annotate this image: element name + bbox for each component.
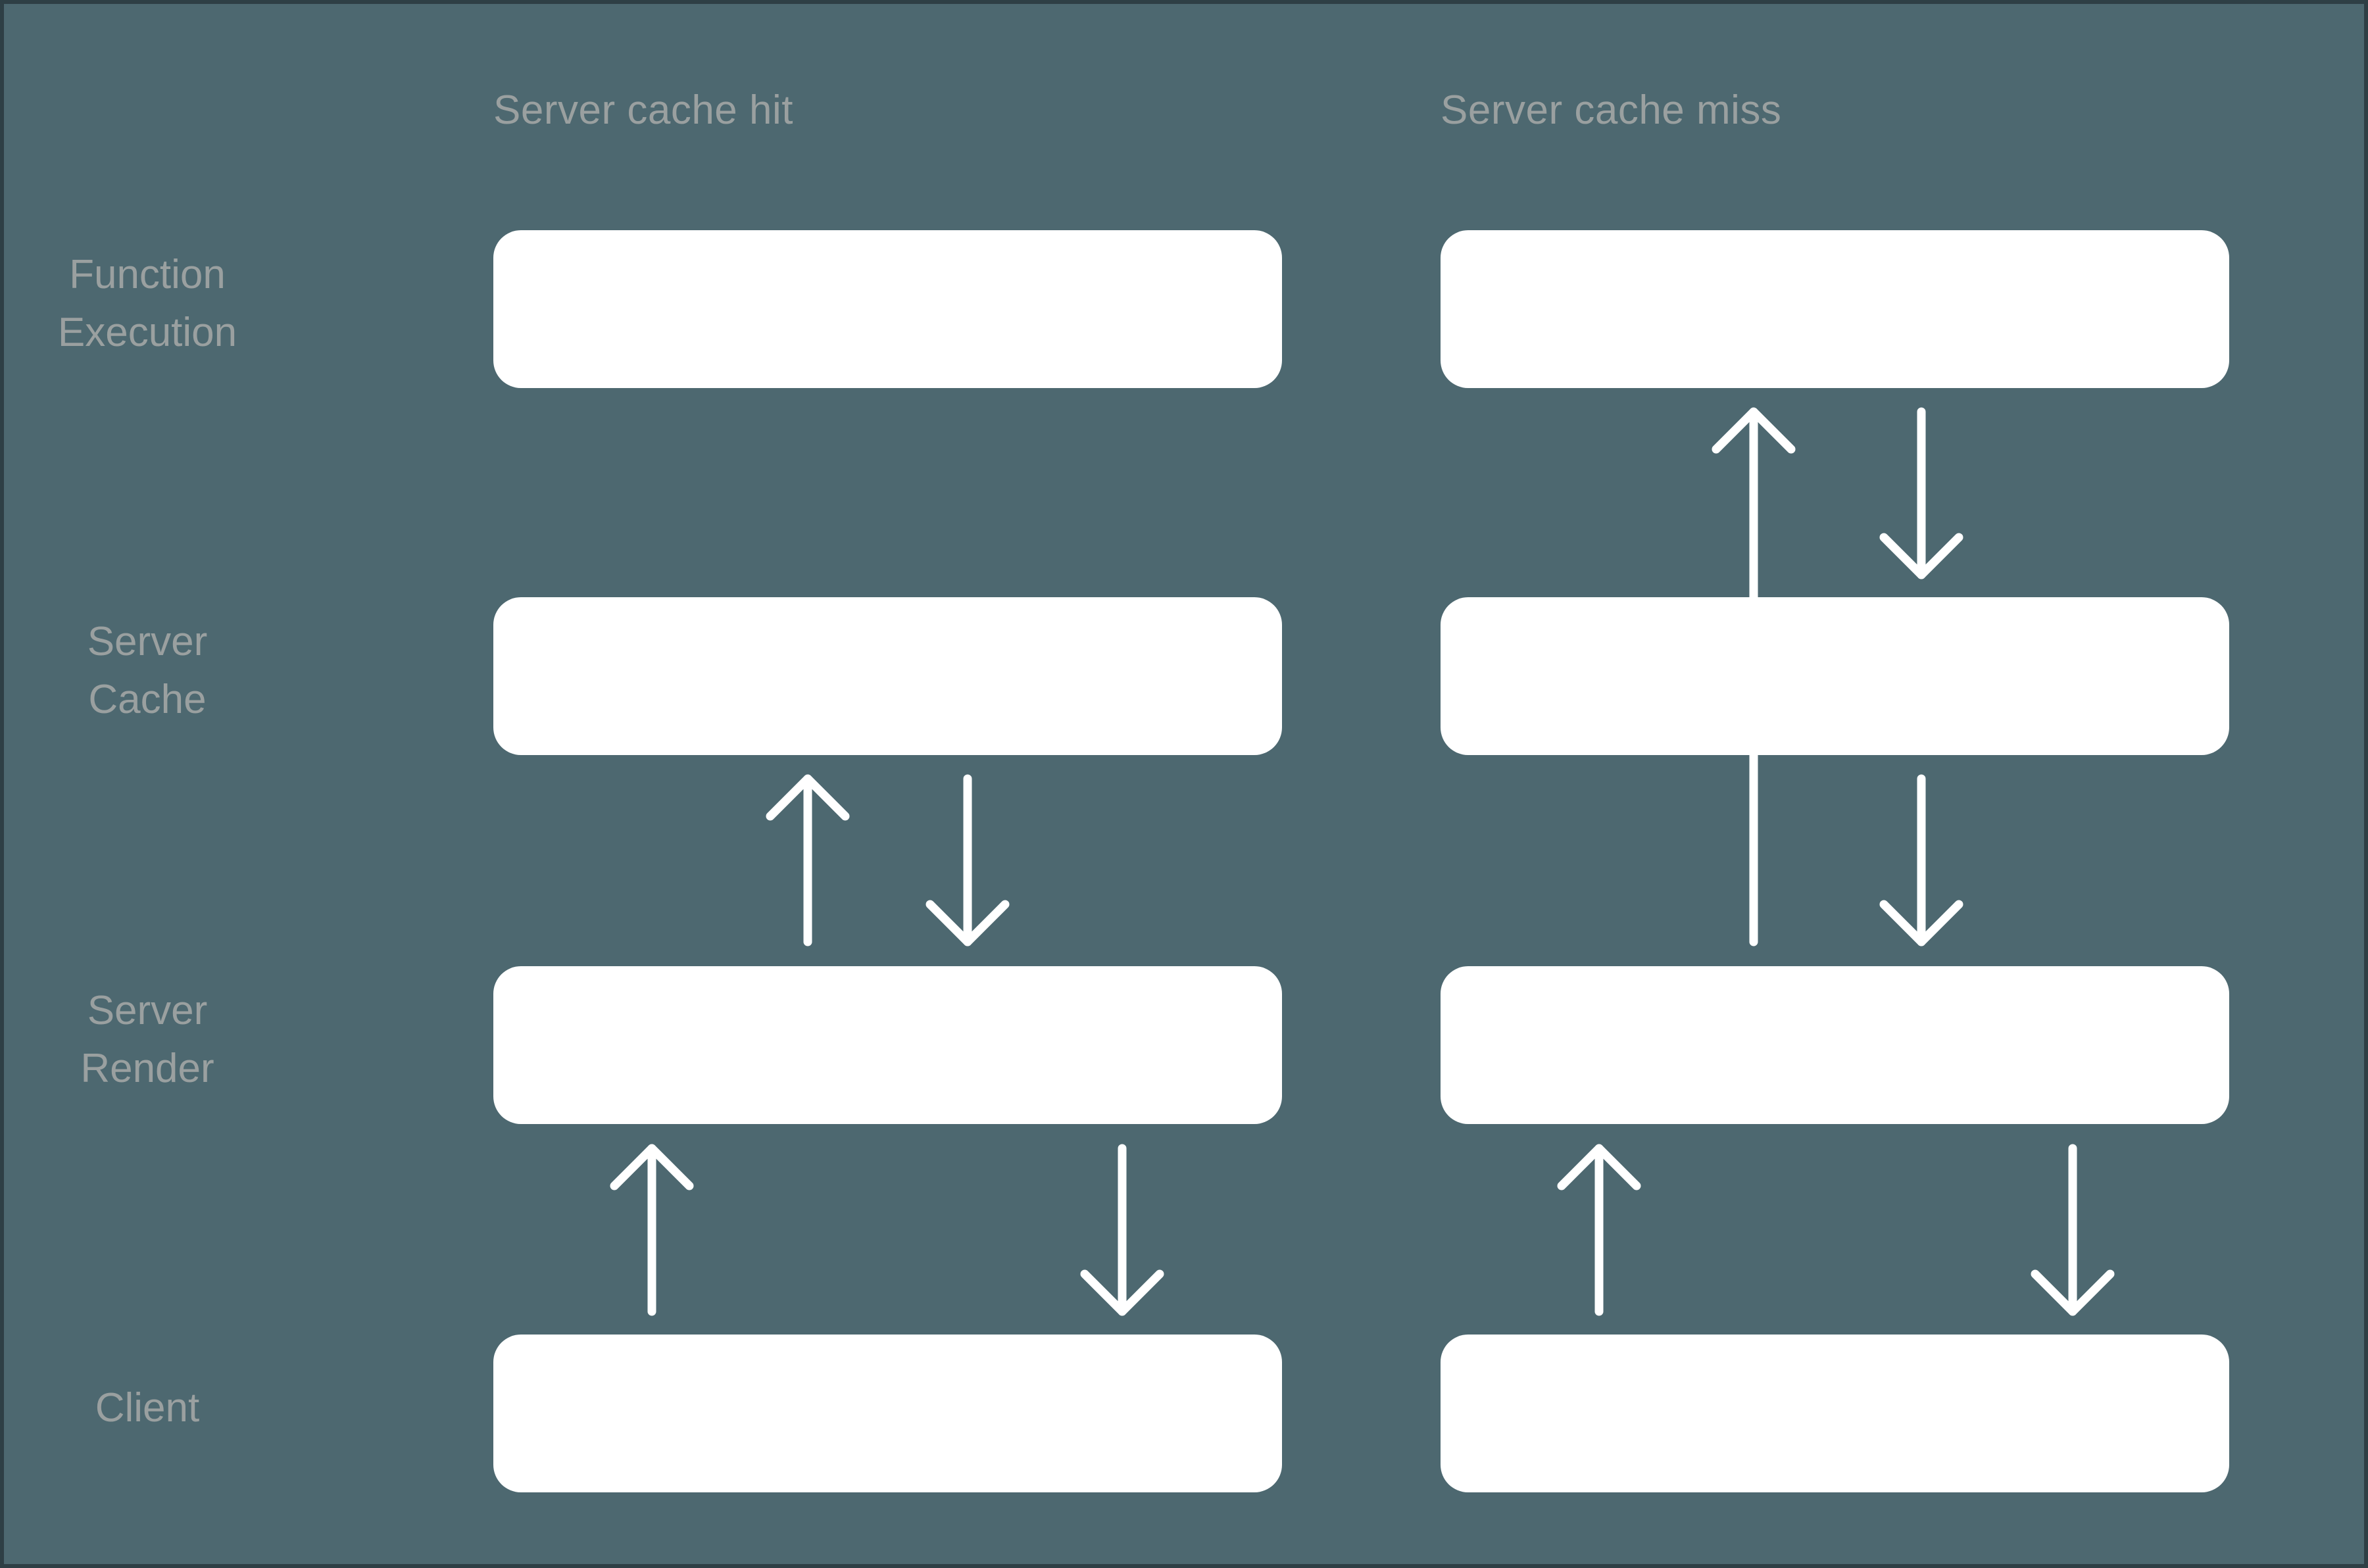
arrow-miss-function-to-cache-down — [1879, 407, 1963, 579]
node-miss-server-render[interactable] — [1441, 966, 2229, 1124]
arrow-hit-cache-to-render-down — [925, 774, 1010, 946]
row-label-function-execution: Function Execution — [57, 252, 237, 356]
node-miss-server-cache[interactable] — [1441, 597, 2229, 755]
node-hit-function-execution[interactable] — [493, 230, 1282, 388]
row-label-server-cache: Server Cache — [87, 619, 208, 723]
arrow-miss-client-to-render-up — [1557, 1144, 1641, 1316]
arrow-hit-client-to-render-up — [610, 1144, 694, 1316]
arrow-hit-render-to-client-down — [1080, 1144, 1164, 1316]
arrow-hit-render-to-cache-up — [766, 774, 850, 946]
node-hit-server-render[interactable] — [493, 966, 1282, 1124]
arrow-miss-render-to-client-down — [2031, 1144, 2115, 1316]
column-header-server-cache-miss: Server cache miss — [1441, 87, 1782, 133]
node-hit-client[interactable] — [493, 1335, 1282, 1492]
node-hit-server-cache[interactable] — [493, 597, 1282, 755]
node-miss-client[interactable] — [1441, 1335, 2229, 1492]
row-label-client: Client — [95, 1385, 200, 1431]
column-header-server-cache-hit: Server cache hit — [493, 87, 793, 133]
node-miss-function-execution[interactable] — [1441, 230, 2229, 388]
arrow-miss-cache-to-render-down — [1879, 774, 1963, 946]
row-label-server-render: Server Render — [80, 988, 214, 1092]
